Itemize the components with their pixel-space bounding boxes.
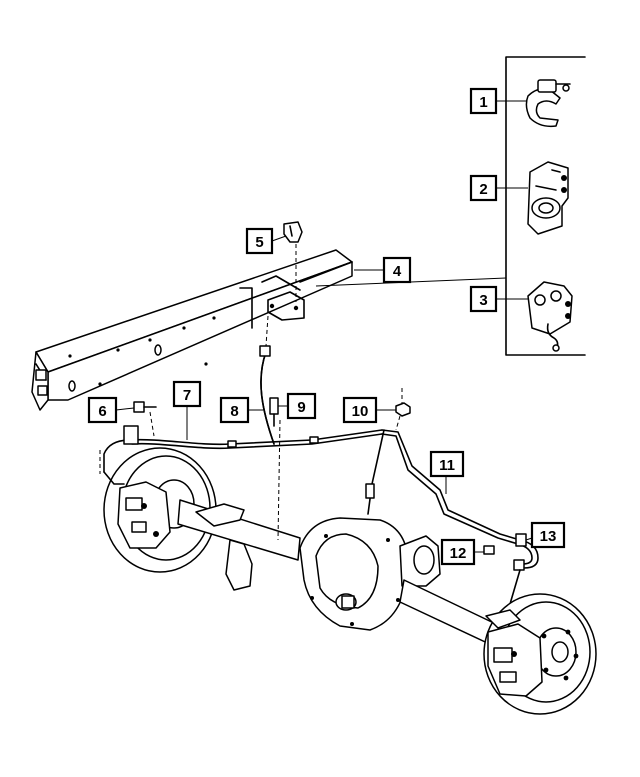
callout-1-label: 1 (479, 94, 487, 111)
part-12-13-fittings-illustration (483, 533, 527, 555)
callout-11: 11 (429, 450, 465, 478)
callout-5-label: 5 (255, 234, 263, 251)
part-8-hose-illustration (259, 315, 275, 445)
callout-12: 12 (440, 538, 476, 566)
callout-13-label: 13 (540, 528, 557, 545)
callout-9: 9 (286, 392, 317, 420)
axle-housing (177, 419, 501, 649)
callout-12-label: 12 (450, 545, 467, 562)
callout-9-label: 9 (297, 399, 305, 416)
callout-3: 3 (469, 285, 498, 313)
part-10-nut-illustration (395, 388, 411, 431)
callout-6: 6 (87, 396, 118, 424)
part-3-junction-illustration (527, 281, 573, 352)
callout-2-label: 2 (479, 181, 487, 198)
callout-2: 2 (469, 174, 498, 202)
callout-7: 7 (172, 380, 202, 408)
callout-3-label: 3 (479, 292, 487, 309)
callout-4: 4 (382, 256, 412, 284)
callout-13: 13 (530, 521, 566, 549)
right-brake-assembly (483, 593, 597, 715)
left-brake-assembly (103, 425, 217, 573)
callout-8: 8 (219, 396, 250, 424)
part-1-clip-illustration (525, 79, 571, 128)
part-5-clip-illustration (283, 221, 303, 302)
callout-1: 1 (469, 87, 498, 115)
part-6-bolt-illustration (133, 401, 157, 437)
callout-10-label: 10 (352, 403, 369, 420)
callout-8-label: 8 (230, 403, 238, 420)
callout-7-label: 7 (183, 387, 191, 404)
part-9-fitting-illustration (269, 397, 279, 427)
callout-10: 10 (342, 396, 378, 424)
inset-panel (505, 56, 586, 356)
callout-5: 5 (245, 227, 274, 255)
callout-11-label: 11 (439, 457, 455, 474)
frame-rail (31, 249, 353, 411)
part-2-bracket-illustration (527, 161, 569, 235)
brake-lines (99, 429, 539, 617)
callout-4-label: 4 (393, 263, 402, 280)
callout-6-label: 6 (98, 403, 106, 420)
